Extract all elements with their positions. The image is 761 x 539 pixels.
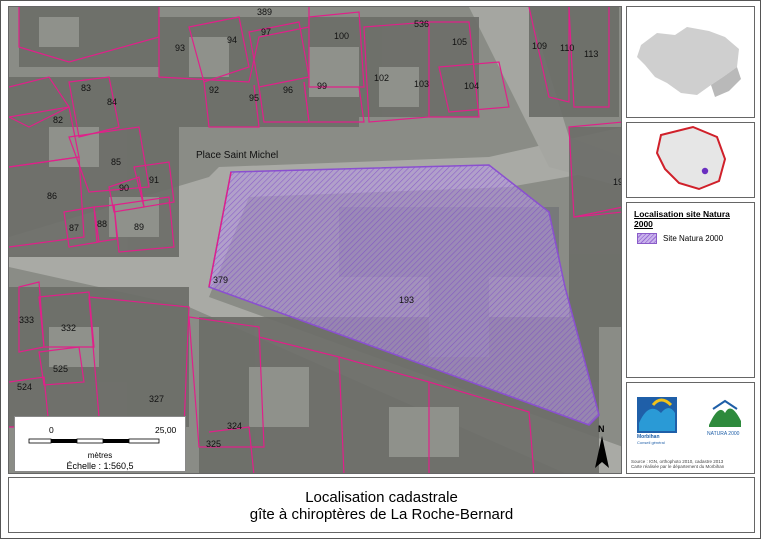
natura-name: NATURA 2000 [707, 431, 740, 437]
parcel-label: 105 [452, 37, 468, 47]
parcel-label: 95 [249, 93, 260, 103]
parcel-label: 536 [414, 19, 430, 29]
legend-item-label: Site Natura 2000 [663, 234, 724, 243]
parcel-label: 84 [107, 97, 118, 107]
parcel-label: 193 [399, 295, 415, 305]
north-label: N [598, 424, 605, 434]
parcel-label: 324 [227, 421, 243, 431]
scale-graphic [28, 438, 160, 444]
parcel-label: 379 [213, 275, 229, 285]
parcel-label: 524 [17, 382, 33, 392]
parcel-label: 86 [47, 191, 58, 201]
parcel-label: 82 [53, 115, 64, 125]
parcel-label: 332 [61, 323, 77, 333]
scale-tick-start: 0 [49, 425, 54, 435]
source-note: Source : IGN, orthophoto 2010, cadastre … [631, 459, 751, 469]
scale-bar: 0 25,00 mètres Échelle : 1:560,5 [14, 416, 186, 472]
parcel-label: 92 [209, 85, 220, 95]
legend-panel: Localisation site Natura 2000 Site Natur… [626, 202, 755, 378]
parcel-label: 99 [317, 81, 328, 91]
parcel-label: 90 [119, 183, 130, 193]
parcel-label: 389 [257, 7, 273, 17]
parcel-label: 325 [206, 439, 222, 449]
parcel-label: 327 [149, 394, 165, 404]
scale-ratio: Échelle : 1:560,5 [66, 461, 134, 471]
scale-tick-end: 25,00 [155, 425, 177, 435]
north-arrow-icon [595, 436, 609, 468]
scale-unit: mètres [87, 451, 113, 460]
parcel-label: 525 [53, 364, 69, 374]
parcel-label: 113 [584, 49, 599, 59]
parcel-label: 19 [613, 177, 621, 187]
parcel-label: 102 [374, 73, 390, 83]
source-line: Carte réalisée par le département du Mor… [631, 464, 725, 469]
morbihan-logo-icon [637, 397, 677, 433]
place-label: Place Saint Michel [196, 150, 279, 161]
map-canvas [9, 7, 621, 473]
title-line-1: Localisation cadastrale [305, 489, 458, 506]
parcel-label: 83 [81, 83, 92, 93]
parcel-label: 94 [227, 35, 238, 45]
parcel-label: 88 [97, 219, 108, 229]
title-line-2: gîte à chiroptères de La Roche-Bernard [249, 506, 514, 523]
region-map-icon [637, 27, 741, 97]
parcel-label: 87 [69, 223, 80, 233]
legend-title: Localisation site Natura 2000 [634, 209, 730, 229]
parcel-label: 91 [149, 175, 160, 185]
parcel-label: 333 [19, 315, 35, 325]
parcel-label: 93 [175, 43, 186, 53]
parcel-label: 85 [111, 157, 122, 167]
parcel-label: 109 [532, 41, 548, 51]
morbihan-sub: Conseil général [637, 440, 665, 445]
parcel-label: 100 [334, 31, 350, 41]
natura2000-logo-icon [707, 397, 743, 429]
natura-swatch [637, 233, 657, 244]
commune-inset [626, 122, 755, 198]
commune-outline-icon [655, 125, 727, 191]
legend-item-natura: Site Natura 2000 [637, 233, 754, 244]
aerial-map[interactable]: 389 93 94 97 100 536 105 109 110 113 83 … [8, 6, 622, 474]
parcel-label: 97 [261, 27, 272, 37]
parcel-label: 89 [134, 222, 145, 232]
logo-panel: Morbihan Conseil général NATURA 2000 Sou… [626, 382, 755, 474]
source-line: Source : IGN, orthophoto 2010, cadastre … [631, 459, 724, 464]
map-title: Localisation cadastrale gîte à chiroptèr… [8, 477, 755, 533]
parcel-label: 104 [464, 81, 480, 91]
natura-zone[interactable] [208, 164, 600, 426]
overview-inset [626, 6, 755, 118]
logos [637, 397, 743, 433]
parcel-label: 96 [283, 85, 294, 95]
parcel-label: 103 [414, 79, 430, 89]
morbihan-name: Morbihan [637, 434, 660, 440]
parcel-label: 110 [560, 43, 575, 53]
